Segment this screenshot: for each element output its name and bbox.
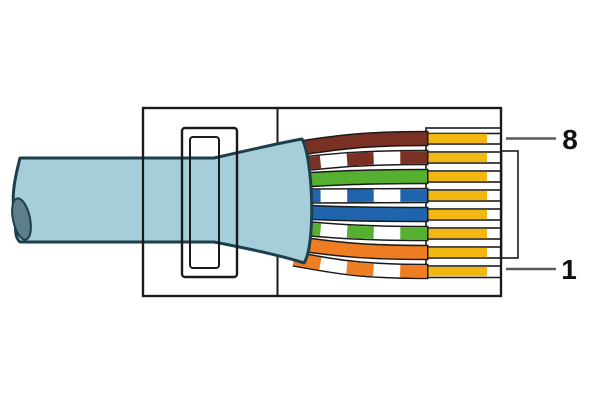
pin-separator-tab-top (425, 127, 502, 135)
wire-pin-6-green (293, 170, 428, 187)
gold-pin-1 (427, 266, 487, 277)
connector-body-outline (141, 106, 503, 298)
pin-8-label: 8 (562, 124, 578, 155)
latch-inner-outline (189, 136, 220, 269)
gold-pin-5 (427, 190, 487, 201)
pin-separator-tab (425, 219, 502, 229)
pin-slot-bracket (500, 150, 519, 259)
wire-pin-5-white-blue (293, 189, 428, 203)
cable-cut-end (11, 197, 32, 241)
pin-separator-tab (425, 143, 502, 153)
pin-separator-tab (425, 257, 502, 267)
wire-pin-7-white-brown (293, 151, 428, 171)
gold-pins (427, 133, 487, 277)
pin-separator-tab (425, 200, 502, 210)
pin-1-label: 1 (561, 254, 577, 285)
gold-pin-8 (427, 133, 487, 144)
wire-pin-3-white-green (293, 221, 428, 240)
pin-separator-tab (425, 238, 502, 248)
gold-pin-4 (427, 209, 487, 220)
latch-outer-outline (180, 126, 239, 279)
pin-separator-tab (425, 181, 502, 191)
gold-pin-6 (427, 171, 487, 182)
gold-pin-7 (427, 152, 487, 163)
wire-pin-4-blue (293, 205, 428, 221)
gold-pin-2 (427, 247, 487, 258)
gold-pin-3 (427, 228, 487, 239)
pin-separator-tab (425, 162, 502, 172)
